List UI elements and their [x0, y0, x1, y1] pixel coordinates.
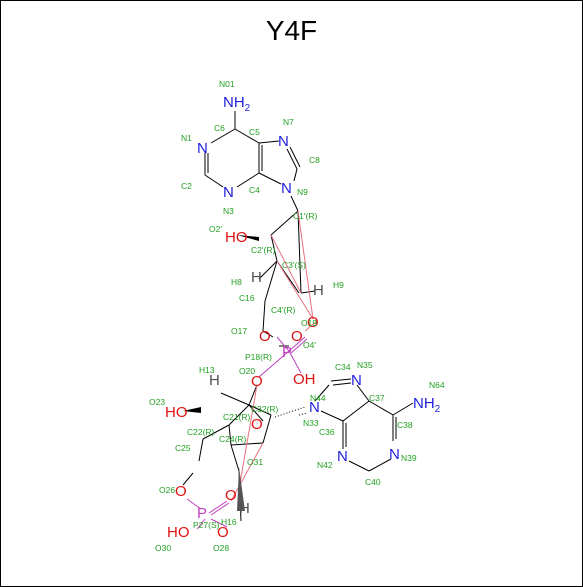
- label-o20: O20: [239, 366, 255, 376]
- label-c6: C6: [214, 123, 225, 133]
- n39-atom: N: [389, 446, 400, 463]
- label-n39: N39: [401, 453, 417, 463]
- label-h8: H8: [231, 277, 242, 287]
- label-c2: C2: [181, 181, 192, 191]
- n42-atom: N: [337, 448, 348, 465]
- n9-atom: N: [281, 180, 292, 197]
- label-n64: N64: [429, 380, 445, 390]
- label-c1r: C1'(R): [293, 211, 317, 221]
- n3-atom: N: [223, 184, 234, 201]
- p27-atom: P: [197, 505, 207, 522]
- upper-sugar-bonds: [237, 210, 316, 347]
- n1-atom: N: [197, 140, 208, 157]
- p18-atom: P: [282, 344, 292, 361]
- nh2-top-label: NH2: [223, 94, 251, 114]
- label-h13: H13: [199, 365, 215, 375]
- label-o30: O30: [155, 543, 171, 553]
- o20-atom: O: [251, 373, 263, 390]
- label-o23: O23: [149, 397, 165, 407]
- label-n7: N7: [283, 117, 294, 127]
- label-n1: N1: [181, 133, 192, 143]
- label-h9: H9: [333, 280, 344, 290]
- h9-atom: H: [313, 282, 324, 299]
- ho-top-label: HO: [225, 229, 248, 246]
- label-c32r: C32(R): [251, 404, 279, 414]
- label-c37: C37: [369, 393, 385, 403]
- label-c3s: C3'(S): [282, 260, 306, 270]
- label-n44: N44: [310, 393, 326, 403]
- oh-p18-label: OH: [293, 371, 316, 388]
- label-n35: N35: [357, 360, 373, 370]
- o28-atom: O: [217, 524, 229, 541]
- h13-atom: H: [209, 372, 220, 389]
- label-c5: C5: [249, 127, 260, 137]
- label-c25: C25: [175, 443, 191, 453]
- n35-atom: N: [351, 372, 362, 389]
- label-p18r: P18(R): [245, 352, 272, 362]
- h16-atom: H: [239, 500, 250, 517]
- o26-atom: O: [175, 483, 187, 500]
- label-c4: C4: [249, 185, 260, 195]
- label-c34: C34: [335, 362, 351, 372]
- p27-phosphate-bonds: [182, 472, 230, 530]
- n33-atom: N: [309, 399, 320, 416]
- ho-p27-label: HO: [167, 524, 190, 541]
- label-c4r: C4'(R): [271, 305, 295, 315]
- o31-atom: O: [251, 416, 263, 433]
- label-c8: C8: [309, 155, 320, 165]
- label-p27s: P27(S): [193, 520, 220, 530]
- o19-atom: O: [307, 314, 319, 331]
- lower-adenine-bonds: [274, 378, 414, 472]
- n7-atom: N: [278, 133, 289, 150]
- label-o2: O2': [209, 224, 222, 234]
- label-c24r: C24(R): [219, 434, 247, 444]
- upper-adenine-bonds: [204, 111, 301, 212]
- label-o4: O4': [303, 340, 316, 350]
- o-p18-double-atom: O: [291, 328, 303, 345]
- o-p27-double-atom: O: [225, 487, 237, 504]
- p18-phosphate-bonds: [258, 320, 318, 378]
- label-o19: O19: [301, 318, 317, 328]
- label-o26: O26: [159, 485, 175, 495]
- h8-atom: H: [251, 269, 262, 286]
- label-o28: O28: [213, 543, 229, 553]
- figure-title: Y4F: [265, 15, 318, 46]
- o17-atom: O: [259, 328, 271, 345]
- atom-name-labels: N01 N1 C6 C5 N7 C8 C2 C4 N9 N3 C1'(R) O2…: [149, 79, 445, 553]
- label-c40: C40: [365, 477, 381, 487]
- lower-sugar-bonds: [183, 384, 272, 522]
- label-n3: N3: [223, 206, 234, 216]
- ho-bottom-label: HO: [165, 404, 188, 421]
- label-c21r: C21(R): [223, 412, 251, 422]
- label-c2r: C2'(R): [251, 245, 275, 255]
- label-o31: O31: [247, 457, 263, 467]
- label-n01: N01: [219, 79, 235, 89]
- label-c38: C38: [397, 420, 413, 430]
- label-n33: N33: [303, 418, 319, 428]
- label-n42: N42: [317, 460, 333, 470]
- label-n9: N9: [297, 187, 308, 197]
- nh2-right-label: NH2: [413, 395, 441, 415]
- atom-symbols: NH2 N N N N HO H H O O P O OH O H HO O N…: [165, 94, 441, 541]
- label-c16: C16: [239, 293, 255, 303]
- label-o17: O17: [231, 326, 247, 336]
- label-c36: C36: [319, 427, 335, 437]
- label-c22r: C22(R): [187, 427, 215, 437]
- label-h16: H16: [221, 517, 237, 527]
